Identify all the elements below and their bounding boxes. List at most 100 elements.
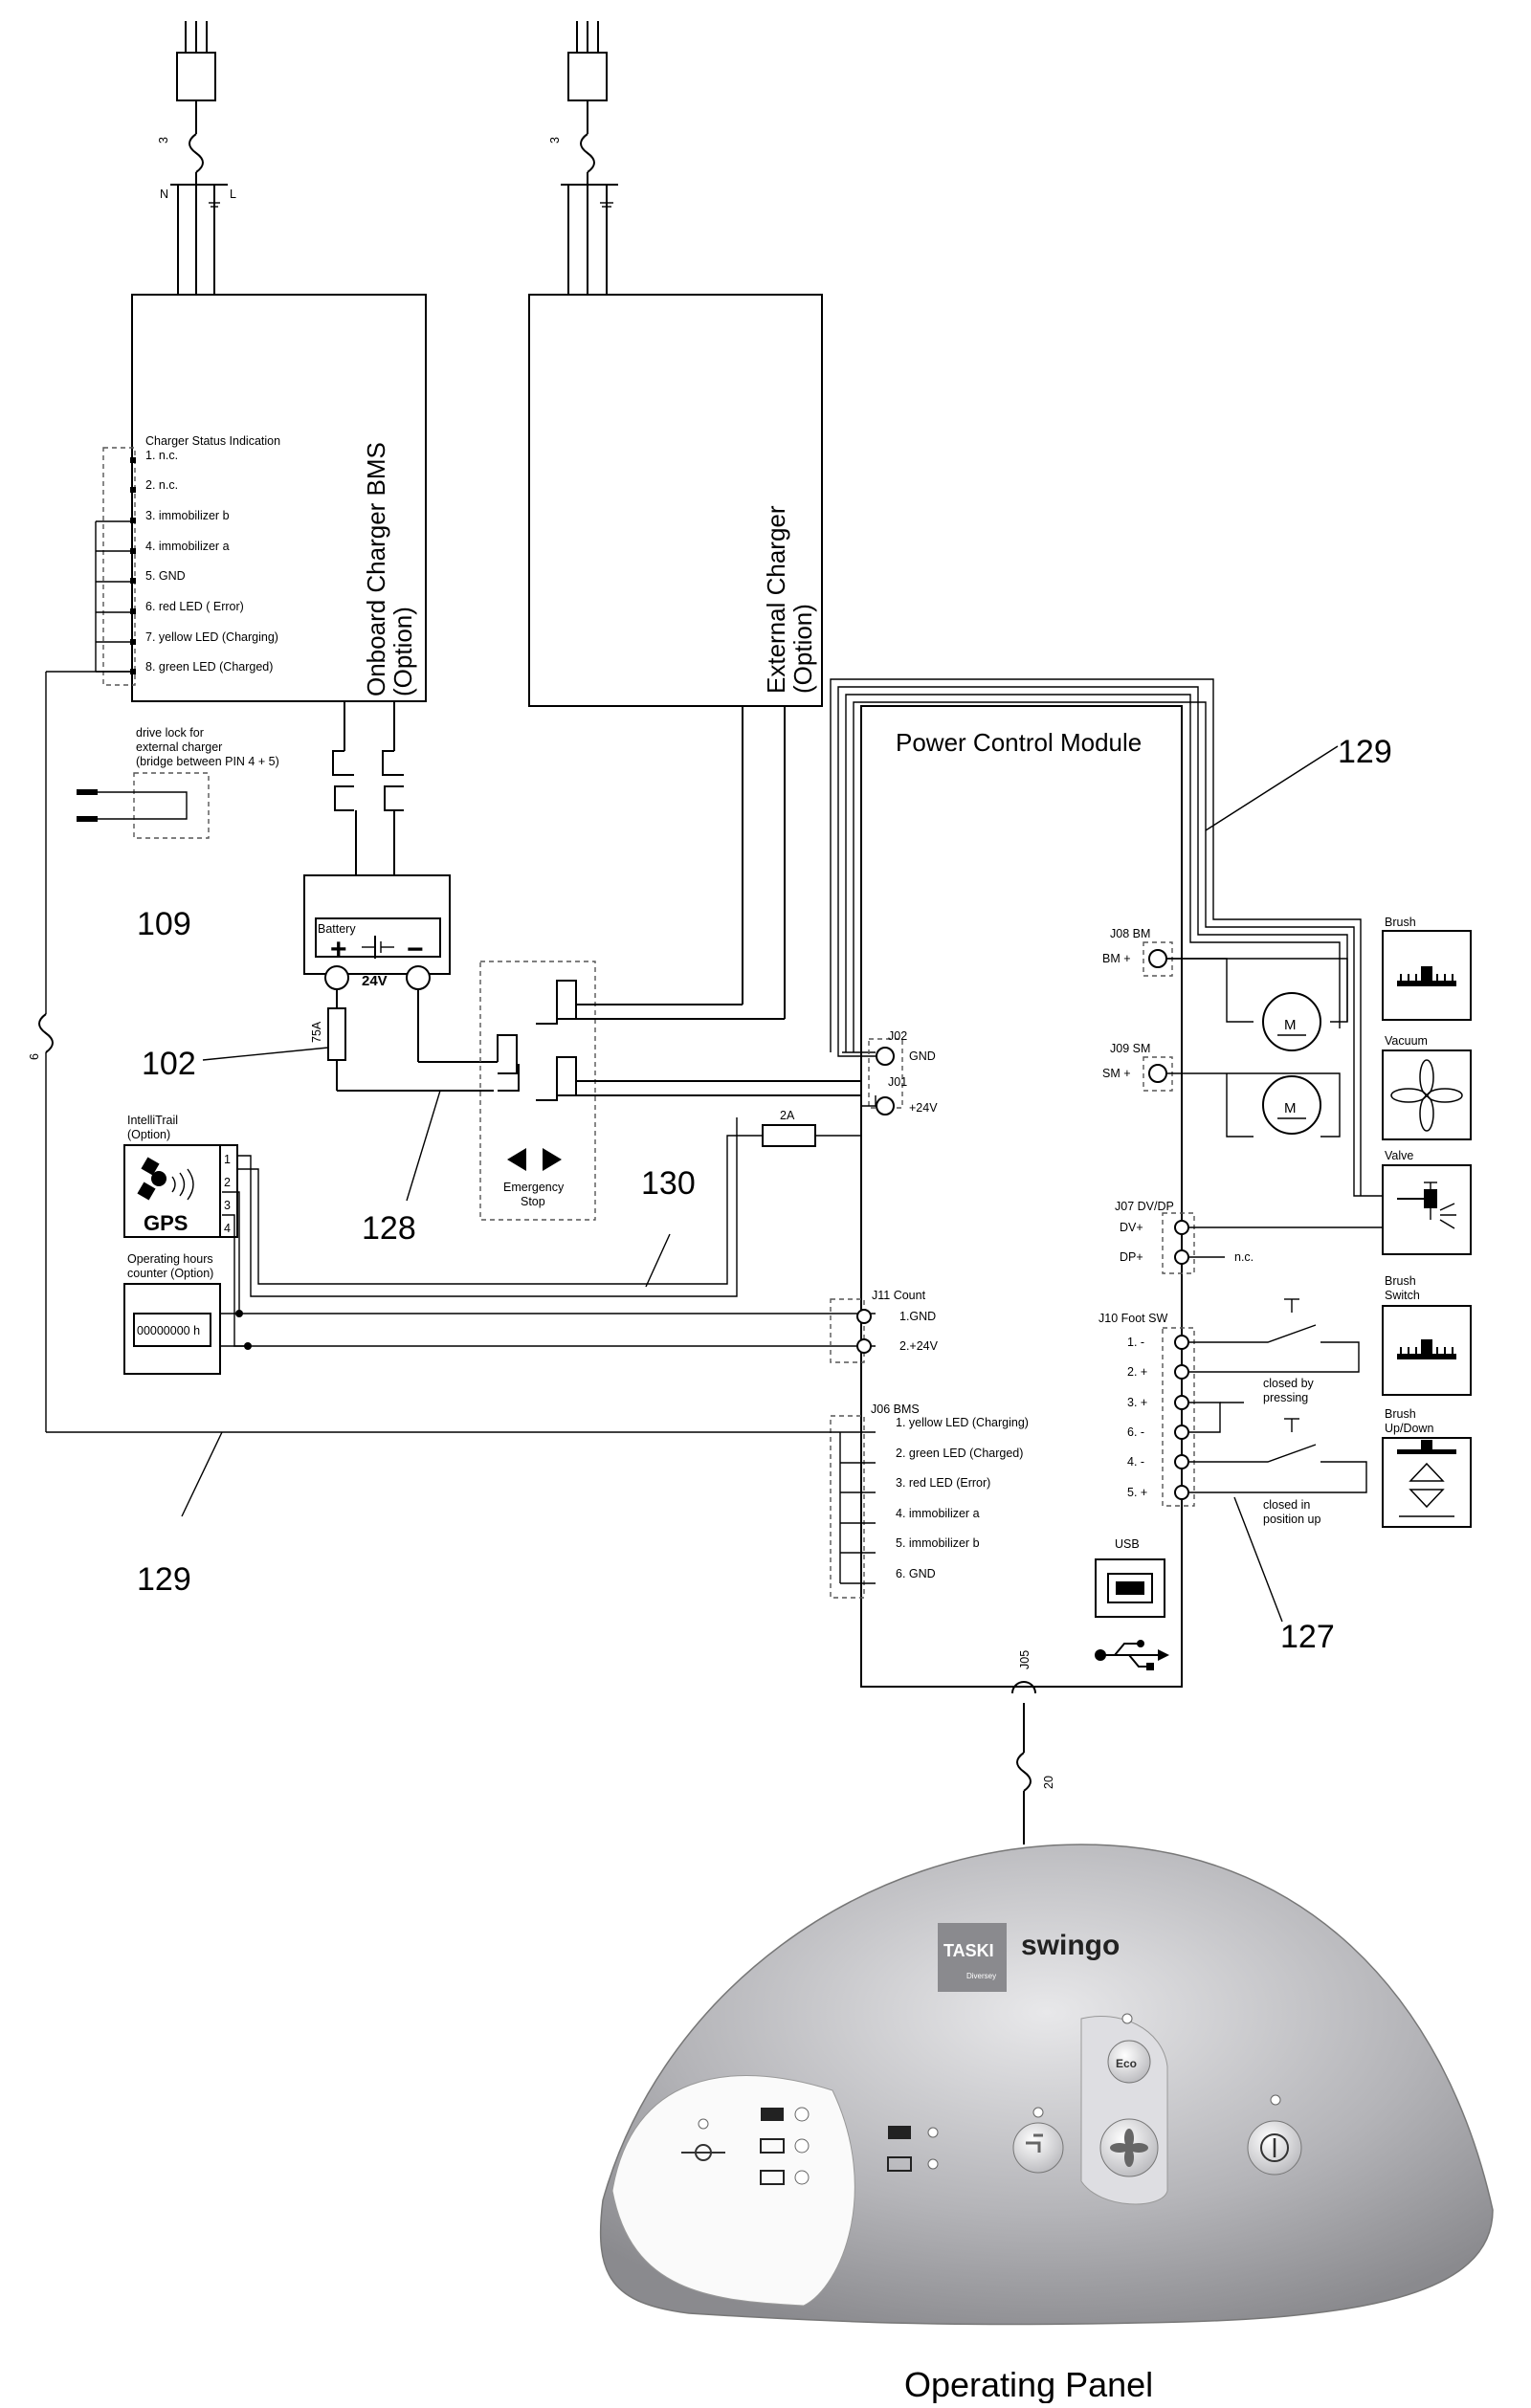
j10-pin-1: 1. - xyxy=(1127,1336,1144,1349)
ref-128: 128 xyxy=(362,1210,416,1247)
suction-motor-label: M xyxy=(1284,1100,1297,1116)
j10-pin-5: 4. - xyxy=(1127,1455,1144,1469)
emergency-stop-box xyxy=(479,961,596,1221)
j02-pin: GND xyxy=(909,1049,936,1063)
j09-pin: SM + xyxy=(1102,1067,1131,1080)
drive-lock-box xyxy=(133,772,210,839)
charger-pin-8: 8. green LED (Charged) xyxy=(145,660,273,674)
j10-title: J10 Foot SW xyxy=(1098,1312,1167,1325)
drive-lock-line-3: (bridge between PIN 4 + 5) xyxy=(136,755,279,768)
emergency-right-arrow-icon xyxy=(543,1148,562,1171)
external-charger-box xyxy=(528,294,823,707)
j06-title: J06 BMS xyxy=(871,1403,920,1416)
j09-title: J09 SM xyxy=(1110,1042,1150,1055)
panel-model: swingo xyxy=(1021,1930,1120,1961)
j06-pin-2: 2. green LED (Charged) xyxy=(896,1447,1023,1460)
intellitrail-pin-4: 4 xyxy=(224,1222,231,1235)
tap-icon xyxy=(1026,2133,1043,2153)
mains-left-l: L xyxy=(230,188,236,201)
brush-switch-label-2: Switch xyxy=(1385,1289,1420,1302)
intellitrail-line-2: (Option) xyxy=(127,1128,170,1141)
j07-pin-2: DP+ xyxy=(1120,1250,1143,1264)
valve-icon xyxy=(1397,1182,1456,1229)
brush-updown-label-1: Brush xyxy=(1385,1407,1416,1421)
j10-pin-3: 3. + xyxy=(1127,1396,1147,1409)
fuse-2a-label: 2A xyxy=(780,1109,795,1122)
external-charger-subtitle: (Option) xyxy=(788,604,817,694)
j08-title: J08 BM xyxy=(1110,927,1150,940)
j11-title: J11 Count xyxy=(872,1289,926,1302)
intellitrail-pin-3: 3 xyxy=(224,1199,231,1212)
valve-button[interactable] xyxy=(1012,2122,1064,2174)
j06-pin-1: 1. yellow LED (Charging) xyxy=(896,1416,1029,1429)
ref-129-top: 129 xyxy=(1338,734,1392,770)
charger-pin-1: 1. n.c. xyxy=(145,449,178,462)
j02-title: J02 xyxy=(888,1029,907,1043)
j06-pin-3: 3. red LED (Error) xyxy=(896,1476,990,1490)
j10-pins xyxy=(1174,1335,1189,1500)
power-button[interactable] xyxy=(1247,2120,1302,2176)
emergency-stop-switches xyxy=(497,980,876,1101)
j06-pin-5: 5. immobilizer b xyxy=(896,1536,980,1550)
j06-connector xyxy=(830,1415,865,1599)
brush-motor xyxy=(1262,992,1321,1051)
wire-20-label: 20 xyxy=(1042,1776,1055,1789)
switch-note-up-1: closed in xyxy=(1263,1498,1310,1512)
battery-minus: − xyxy=(407,934,424,965)
drive-lock-line-2: external charger xyxy=(136,740,222,754)
j05-label: J05 xyxy=(1018,1650,1032,1669)
charger-pin-7: 7. yellow LED (Charging) xyxy=(145,630,278,644)
j01-title: J01 xyxy=(888,1075,907,1089)
ref-130: 130 xyxy=(641,1165,696,1202)
drive-lock-line-1: drive lock for xyxy=(136,726,204,740)
wire-6-label: 6 xyxy=(28,1053,41,1060)
mains-left-n: N xyxy=(160,188,168,201)
charger-pin-2: 2. n.c. xyxy=(145,478,178,492)
j06-pin-6: 6. GND xyxy=(896,1567,936,1580)
emergency-label-2: Stop xyxy=(521,1195,545,1208)
fan-icon xyxy=(1390,1059,1463,1132)
switch-note-pressing-1: closed by xyxy=(1263,1377,1315,1390)
brush-label: Brush xyxy=(1385,916,1416,929)
j01-pin: +24V xyxy=(909,1101,938,1115)
fuse-2a xyxy=(762,1124,816,1147)
charger-plug xyxy=(332,701,404,875)
j10-pin-4: 6. - xyxy=(1127,1425,1144,1439)
power-control-module xyxy=(860,705,1183,1688)
battery-plus: + xyxy=(330,934,347,965)
j10-pin-6: 5. + xyxy=(1127,1486,1147,1499)
vacuum-button[interactable] xyxy=(1099,2118,1159,2177)
foot-switch-wiring xyxy=(1188,1298,1367,1493)
eco-button[interactable]: Eco xyxy=(1107,2040,1151,2084)
mains-left-count: 3 xyxy=(157,137,170,144)
brush-switch-label-1: Brush xyxy=(1385,1274,1416,1288)
j07-nc: n.c. xyxy=(1234,1250,1254,1264)
onboard-charger-title: Onboard Charger BMS xyxy=(362,442,390,696)
intellitrail-line-1: IntelliTrail xyxy=(127,1114,178,1127)
j11-pin-1: 1.GND xyxy=(899,1310,936,1323)
j07-pin-1: DV+ xyxy=(1120,1221,1143,1234)
switch-note-pressing-2: pressing xyxy=(1263,1391,1308,1404)
charger-pin-4: 4. immobilizer a xyxy=(145,540,230,553)
intellitrail-pin-2: 2 xyxy=(224,1176,231,1189)
charger-pin-5: 5. GND xyxy=(145,569,186,583)
charger-status-title: Charger Status Indication xyxy=(145,434,280,448)
panel-brand-sub: Diversey xyxy=(966,1972,996,1980)
j10-pin-2: 2. + xyxy=(1127,1365,1147,1379)
intellitrail-pin-1: 1 xyxy=(224,1153,231,1166)
ref-102: 102 xyxy=(142,1046,196,1082)
fuse-75a xyxy=(327,1007,346,1061)
emergency-label-1: Emergency xyxy=(503,1181,565,1194)
svg-text:Eco: Eco xyxy=(1116,2057,1137,2070)
j11-connector xyxy=(830,1298,865,1363)
j07-title: J07 DV/DP xyxy=(1115,1200,1174,1213)
onboard-charger-box xyxy=(131,294,427,702)
battery-voltage: 24V xyxy=(362,973,388,989)
cable-129-top xyxy=(830,678,1362,1196)
mains-plug-left xyxy=(170,21,228,297)
fuse-75a-label: 75A xyxy=(310,1021,323,1043)
usb-icon xyxy=(1095,1640,1169,1670)
suction-motor xyxy=(1262,1075,1321,1135)
